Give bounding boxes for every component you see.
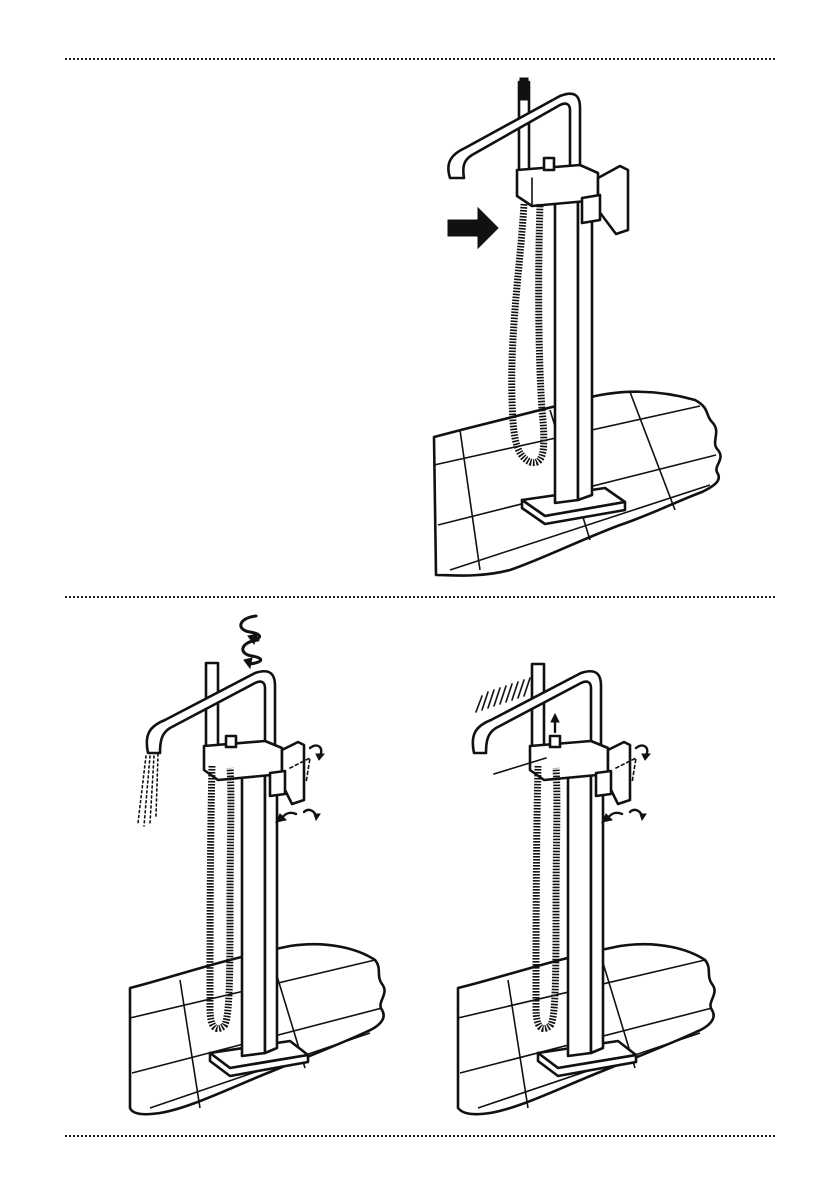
rotate-arrows-icon (241, 616, 261, 668)
mixer-handle (598, 166, 628, 234)
diverter-knob (550, 736, 560, 747)
hand-shower (520, 78, 528, 100)
step-install-illustration (420, 70, 740, 585)
column (568, 755, 591, 1056)
bottom-divider (65, 1135, 775, 1137)
step-bath-spout-illustration (120, 608, 400, 1128)
diverter-knob (544, 158, 554, 170)
diverter-knob (226, 736, 236, 747)
column (242, 755, 265, 1056)
step-hand-shower-illustration (450, 640, 730, 1128)
water-flow-icon (138, 754, 158, 826)
top-divider (65, 58, 775, 60)
column (555, 175, 578, 503)
middle-divider (65, 596, 775, 598)
arrow-right-icon (448, 208, 498, 248)
